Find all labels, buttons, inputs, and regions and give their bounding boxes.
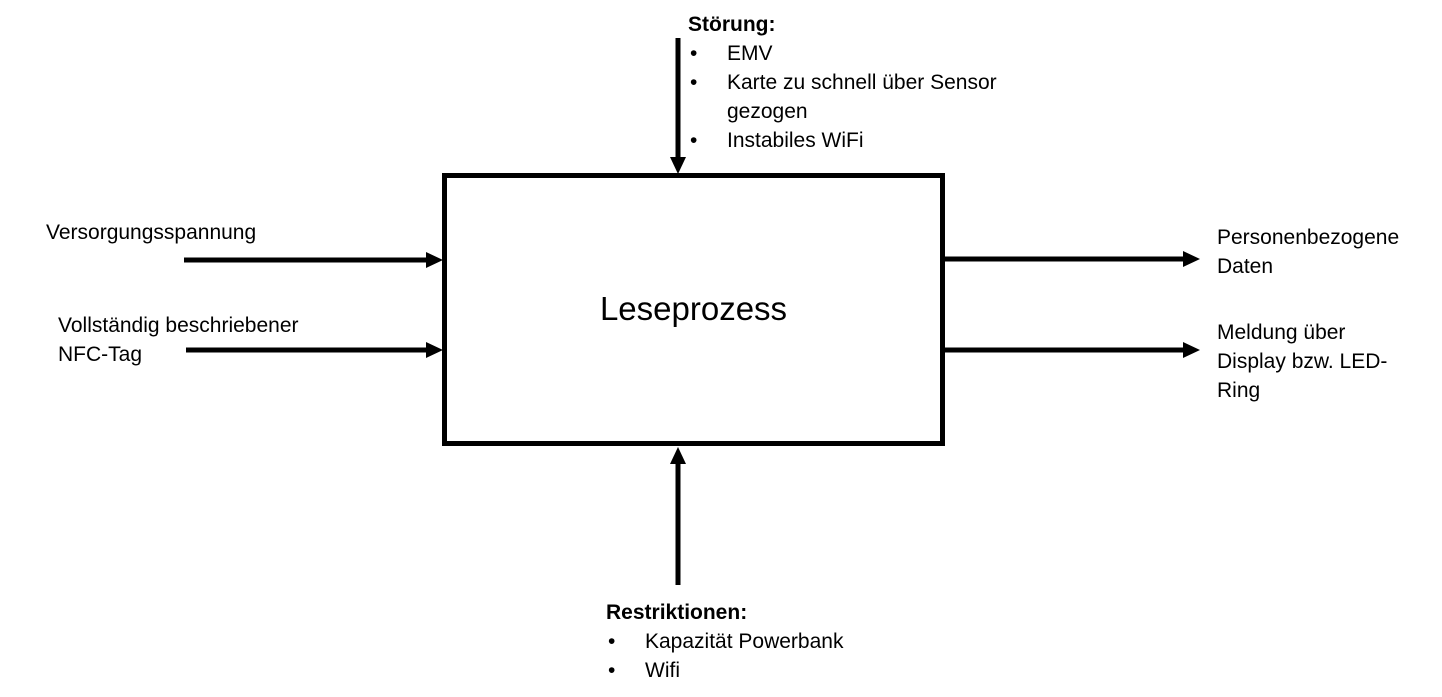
- output-arrow-2: [945, 342, 1200, 358]
- restrictions-arrow: [670, 447, 686, 585]
- bullet-icon: •: [608, 630, 616, 653]
- disturbance-list: • EMV • Karte zu schnell über Sensor gez…: [688, 39, 1018, 155]
- restrictions-list: • Kapazität Powerbank • Wifi: [606, 627, 936, 685]
- list-item: • Instabiles WiFi: [688, 126, 1018, 155]
- list-item: • Karte zu schnell über Sensor gezogen: [688, 68, 1018, 126]
- disturbance-title: Störung:: [688, 13, 776, 36]
- bullet-icon: •: [608, 659, 616, 682]
- output-label-personenbezogene-daten: Personenbezogene Daten: [1217, 226, 1400, 278]
- output-label-meldung: Meldung über Display bzw. LED-Ring: [1217, 321, 1388, 402]
- bullet-icon: •: [690, 129, 698, 152]
- list-item: • Kapazität Powerbank: [606, 627, 936, 656]
- bullet-icon: •: [690, 71, 698, 94]
- process-label: Leseprozess: [599, 290, 788, 328]
- restrictions-note: Restriktionen: • Kapazität Powerbank • W…: [606, 598, 936, 685]
- restrictions-title: Restriktionen:: [606, 601, 748, 624]
- list-item: • Wifi: [606, 656, 936, 685]
- list-item: • EMV: [688, 39, 1018, 68]
- input-label-versorgungsspannung: Versorgungsspannung: [46, 221, 257, 244]
- input-arrow-1: [184, 252, 443, 268]
- input-label-nfc-tag: Vollständig beschriebener NFC-Tag: [58, 314, 299, 366]
- input-arrow-2: [186, 342, 443, 358]
- disturbance-arrow: [670, 38, 686, 174]
- disturbance-note: Störung: • EMV • Karte zu schnell über S…: [688, 10, 1018, 155]
- bullet-icon: •: [690, 42, 698, 65]
- process-box: Leseprozess: [442, 173, 945, 446]
- output-arrow-1: [945, 251, 1200, 267]
